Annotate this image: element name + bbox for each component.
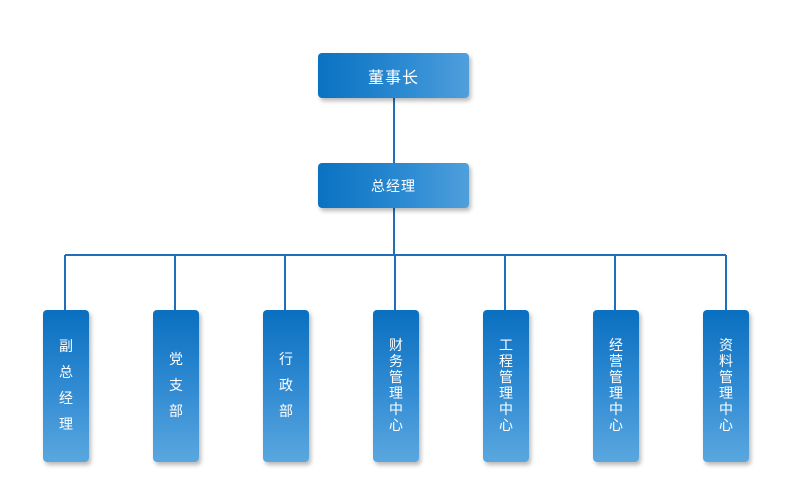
- dept-label-char: 理: [499, 386, 513, 402]
- dept-label-char: 中: [499, 402, 513, 418]
- dept-label-char: 财: [389, 338, 403, 354]
- dept-label-char: 心: [609, 418, 623, 434]
- dept-box: 党支部: [153, 310, 199, 462]
- dept-label-char: 经: [609, 338, 623, 354]
- dept-label-char: 工: [499, 338, 513, 354]
- dept-label-char: 中: [389, 402, 403, 418]
- dept-label-char: 管: [719, 370, 733, 386]
- dept-label: 经营管理中心: [609, 337, 623, 435]
- dept-label: 行政部: [279, 341, 293, 431]
- general-manager-label: 总经理: [371, 178, 416, 195]
- dept-label-char: 党: [169, 352, 183, 368]
- dept-label-char: 资: [719, 338, 733, 354]
- dept-label: 资料管理中心: [719, 337, 733, 435]
- dept-label: 副总经理: [59, 328, 73, 444]
- dept-box: 经营管理中心: [593, 310, 639, 462]
- dept-label-char: 管: [499, 370, 513, 386]
- dept-label-char: 务: [389, 354, 403, 370]
- chairman-box: 董事长: [318, 53, 469, 98]
- dept-label: 党支部: [169, 341, 183, 431]
- dept-label-char: 心: [389, 418, 403, 434]
- dept-label-char: 政: [279, 378, 293, 394]
- dept-label-char: 总: [59, 365, 73, 381]
- dept-box: 财务管理中心: [373, 310, 419, 462]
- dept-label-char: 管: [609, 370, 623, 386]
- dept-label: 财务管理中心: [389, 337, 403, 435]
- dept-label-char: 理: [609, 386, 623, 402]
- dept-label-char: 理: [389, 386, 403, 402]
- dept-label-char: 经: [59, 391, 73, 407]
- dept-label-char: 理: [59, 417, 73, 433]
- dept-label-char: 心: [719, 418, 733, 434]
- dept-box: 工程管理中心: [483, 310, 529, 462]
- dept-box: 副总经理: [43, 310, 89, 462]
- dept-label-char: 副: [59, 339, 73, 355]
- dept-label-char: 行: [279, 352, 293, 368]
- dept-box: 资料管理中心: [703, 310, 749, 462]
- dept-label: 工程管理中心: [499, 337, 513, 435]
- dept-label-char: 料: [719, 354, 733, 370]
- dept-label-char: 部: [169, 404, 183, 420]
- dept-label-char: 中: [719, 402, 733, 418]
- dept-label-char: 中: [609, 402, 623, 418]
- dept-label-char: 部: [279, 404, 293, 420]
- dept-label-char: 程: [499, 354, 513, 370]
- dept-label-char: 理: [719, 386, 733, 402]
- chairman-label: 董事长: [367, 67, 419, 87]
- dept-label-char: 管: [389, 370, 403, 386]
- general-manager-box: 总经理: [318, 163, 469, 208]
- dept-box: 行政部: [263, 310, 309, 462]
- dept-label-char: 心: [499, 418, 513, 434]
- dept-label-char: 支: [169, 378, 183, 394]
- dept-label-char: 营: [609, 354, 623, 370]
